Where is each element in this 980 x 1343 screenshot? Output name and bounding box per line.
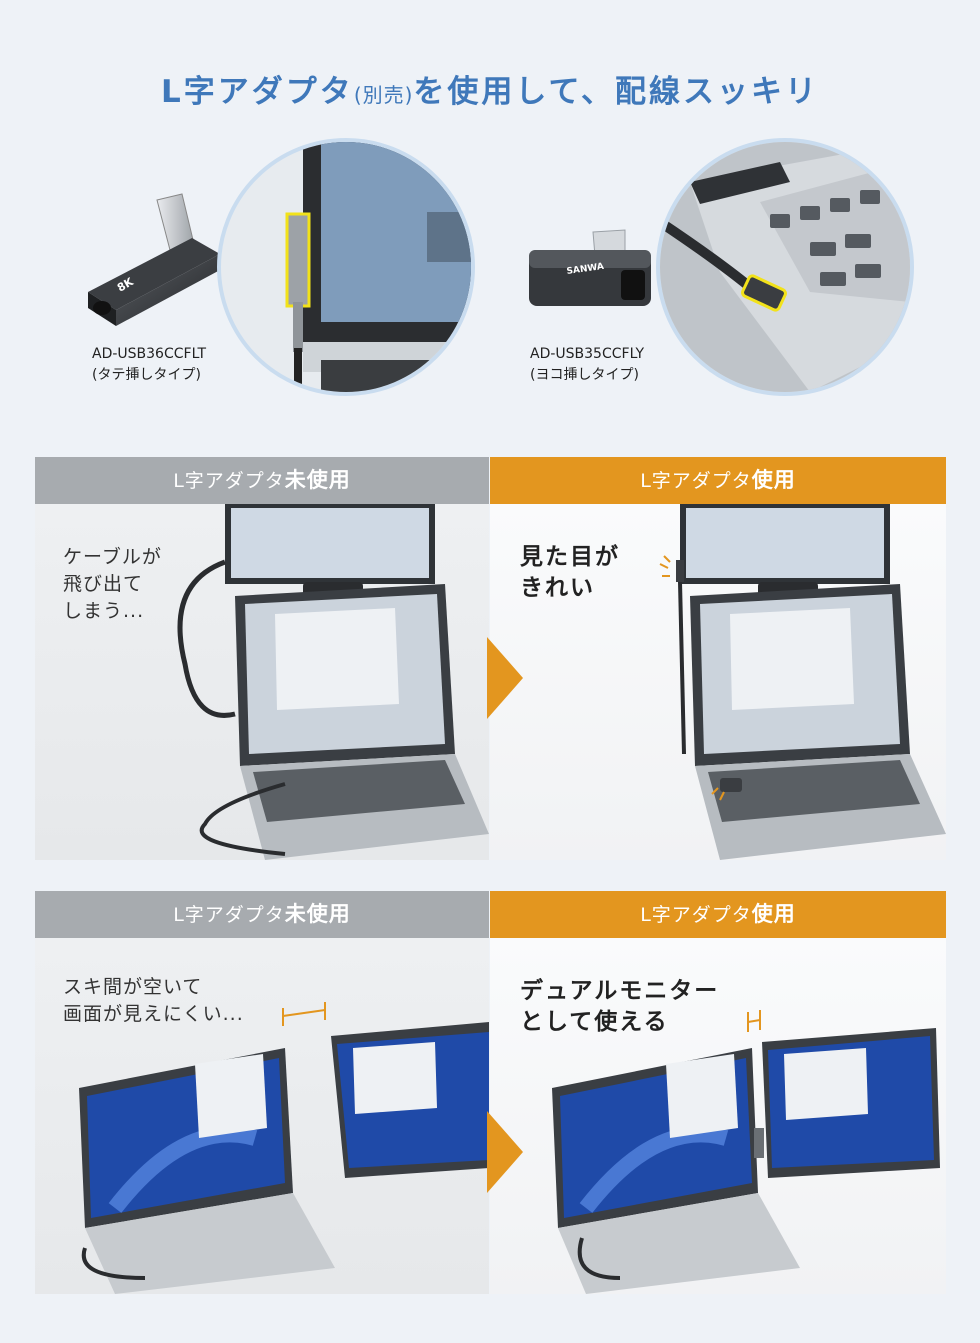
caption-without-1: ケーブルが 飛び出て しまう... [63, 544, 162, 625]
product-1-type: (タテ挿しタイプ) [92, 367, 201, 383]
header-emphasis: 未使用 [284, 468, 351, 492]
panel-header-without-2: L字アダプタ未使用 [35, 891, 489, 938]
vertical-adapter-detail-circle [217, 138, 475, 396]
caption-line: ケーブルが [63, 546, 162, 568]
caption-line: きれい [520, 575, 595, 601]
panel-without-adapter-2: L字アダプタ未使用 スキ間が空いて 画面が見えにくい... [35, 891, 489, 1294]
arrow-right-icon [487, 637, 523, 719]
caption-with-1: 見た目が きれい [520, 542, 620, 604]
comparison-section-2: L字アダプタ未使用 スキ間が空いて 画面が見えにくい... [35, 891, 946, 1294]
product-2-label: AD-USB35CCFLY (ヨコ挿しタイプ) [530, 344, 644, 386]
adapter-horizontal-image: SANWA [525, 226, 675, 331]
panel-header-with-1: L字アダプタ使用 [490, 457, 946, 504]
panel-body-without-2: スキ間が空いて 画面が見えにくい... [35, 938, 489, 1294]
header-prefix: L字アダプタ [173, 470, 285, 492]
caption-without-2: スキ間が空いて 画面が見えにくい... [63, 974, 244, 1028]
panel-header-without-1: L字アダプタ未使用 [35, 457, 489, 504]
arrow-right-icon [487, 1111, 523, 1193]
laptop-with-adapter-illustration [659, 504, 946, 860]
product-1-label: AD-USB36CCFLT (タテ挿しタイプ) [92, 344, 206, 386]
panel-without-adapter-1: L字アダプタ未使用 ケーブルが 飛び出て しまう... [35, 457, 489, 860]
laptop-with-cable-illustration [177, 504, 489, 860]
dual-monitor-gap-illustration [79, 1002, 489, 1294]
header-prefix: L字アダプタ [640, 904, 752, 926]
comparison-section-1: L字アダプタ未使用 ケーブルが 飛び出て しまう... [35, 457, 946, 860]
header-prefix: L字アダプタ [640, 470, 752, 492]
caption-line: 画面が見えにくい... [63, 1003, 244, 1025]
product-1-model: AD-USB36CCFLT [92, 346, 206, 362]
caption-line: しまう... [63, 600, 145, 622]
horizontal-adapter-detail-circle [656, 138, 914, 396]
title-part-2: を使用して、配線スッキリ [413, 74, 819, 110]
caption-with-2: デュアルモニター として使える [520, 976, 719, 1038]
caption-line: 見た目が [520, 544, 620, 570]
panel-with-adapter-1: L字アダプタ使用 見た目が [490, 457, 946, 860]
title-paren: (別売) [353, 83, 414, 107]
adapter-vertical-image: 8K [82, 192, 232, 332]
caption-line: として使える [520, 1009, 669, 1035]
page-title: L字アダプタ(別売)を使用して、配線スッキリ [0, 66, 980, 111]
header-emphasis: 使用 [751, 902, 796, 926]
caption-line: 飛び出て [63, 573, 144, 595]
product-2-model: AD-USB35CCFLY [530, 346, 645, 362]
panel-with-adapter-2: L字アダプタ使用 デュアルモニター として使える [490, 891, 946, 1294]
panel-header-with-2: L字アダプタ使用 [490, 891, 946, 938]
panel-body-with-2: デュアルモニター として使える [490, 938, 946, 1294]
dual-monitor-adapter-illustration [552, 1010, 940, 1294]
title-part-1: L字アダプタ [161, 74, 354, 110]
panel-body-with-1: 見た目が きれい [490, 504, 946, 860]
header-emphasis: 使用 [751, 468, 796, 492]
product-2-type: (ヨコ挿しタイプ) [530, 367, 639, 383]
header-emphasis: 未使用 [284, 902, 351, 926]
caption-line: スキ間が空いて [63, 976, 203, 998]
header-prefix: L字アダプタ [173, 904, 285, 926]
caption-line: デュアルモニター [520, 978, 720, 1004]
panel-body-without-1: ケーブルが 飛び出て しまう... [35, 504, 489, 860]
